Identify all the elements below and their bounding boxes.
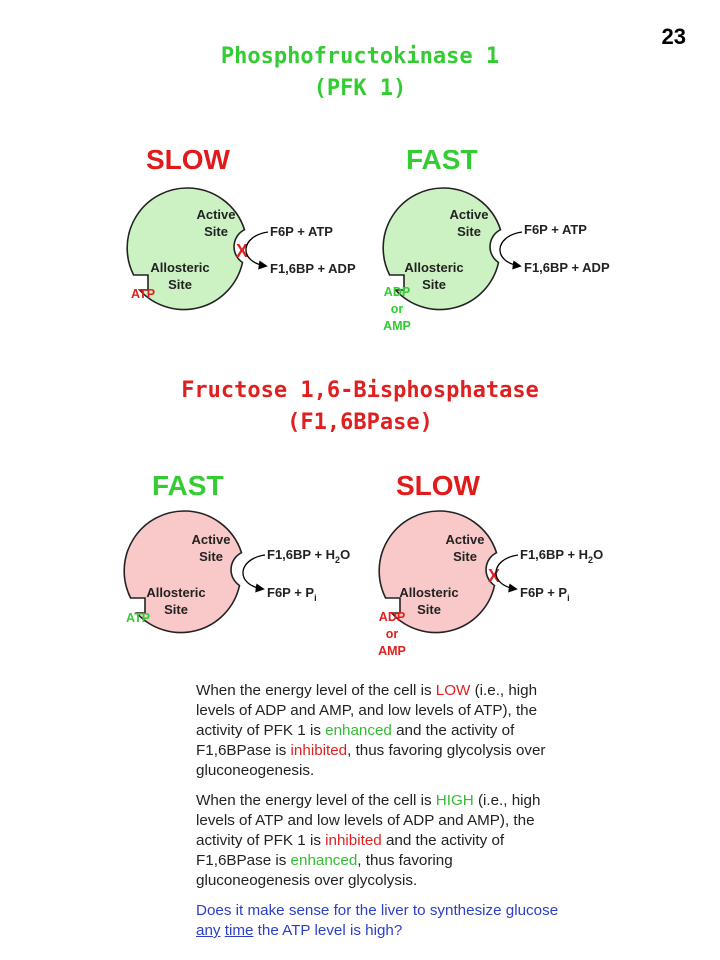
pfk-title-line1: Phosphofructokinase 1: [220, 44, 500, 69]
amp-effector-label: AMP: [383, 319, 411, 333]
active-site-label: Site: [204, 224, 228, 239]
allosteric-site-label: Site: [422, 277, 446, 292]
blocked-x-mark: X: [236, 241, 248, 261]
fbpase-product: F6P + Pi: [267, 585, 317, 603]
question-paragraph: Does it make sense for the liver to synt…: [196, 902, 559, 939]
amp-effector-label: AMP: [378, 644, 406, 658]
fbpase-title-line2: (F1,6BPase): [287, 410, 433, 435]
inhibited-keyword: inhibited: [325, 832, 382, 849]
reaction-arrow: [499, 231, 523, 270]
active-site-label: Active: [449, 207, 488, 222]
fbpase-title-line1: Fructose 1,6-Bisphosphatase: [181, 378, 539, 403]
time-underlined: time: [224, 922, 254, 939]
atp-effector-label: ATP: [131, 287, 155, 301]
pfk-substrate: F6P + ATP: [524, 222, 587, 237]
allosteric-site-label: Site: [164, 602, 188, 617]
high-keyword: HIGH: [435, 792, 474, 809]
pfk-fast-enzyme: Active Site Allosteric Site ADP or AMP: [382, 187, 502, 333]
pfk-substrate: F6P + ATP: [270, 224, 333, 239]
allosteric-site-label: Site: [417, 602, 441, 617]
fbpase-fast-label: FAST: [152, 470, 224, 501]
pfk-slow-label: SLOW: [146, 144, 230, 175]
blocked-x-mark: X: [488, 566, 500, 586]
active-site-label: Active: [445, 532, 484, 547]
low-keyword: LOW: [435, 682, 471, 699]
inhibited-keyword: inhibited: [290, 742, 348, 759]
atp-effector-label: ATP: [126, 611, 150, 625]
or-effector-label: or: [391, 302, 404, 316]
fbpase-substrate: F1,6BP + H2O: [520, 547, 603, 565]
allosteric-site-label: Site: [168, 277, 192, 292]
active-site-label: Site: [457, 224, 481, 239]
pfk-product: F1,6BP + ADP: [524, 260, 610, 275]
fbpase-slow-label: SLOW: [396, 470, 480, 501]
allosteric-site-label: Allosteric: [146, 585, 205, 600]
fbpase-product: F6P + Pi: [520, 585, 570, 603]
allosteric-site-label: Allosteric: [404, 260, 463, 275]
pfk-product: F1,6BP + ADP: [270, 261, 356, 276]
allosteric-site-label: Allosteric: [399, 585, 458, 600]
any-underlined: any: [196, 922, 221, 939]
low-energy-paragraph: When the energy level of the cell is LOW…: [196, 682, 546, 779]
adp-effector-label: ADP: [384, 285, 410, 299]
high-energy-paragraph: When the energy level of the cell is HIG…: [196, 792, 541, 889]
explanation-text: When the energy level of the cell is LOW…: [196, 681, 566, 951]
active-site-label: Site: [453, 549, 477, 564]
or-effector-label: or: [386, 627, 399, 641]
reaction-arrow: [242, 554, 266, 593]
page-number: 23: [661, 24, 686, 49]
fbpase-slow-enzyme: Active Site Allosteric Site X ADP or AMP: [378, 510, 500, 658]
active-site-label: Site: [199, 549, 223, 564]
reaction-arrow: [495, 554, 519, 593]
reaction-arrow: [245, 231, 269, 270]
pfk-fast-label: FAST: [406, 144, 478, 175]
active-site-label: Active: [191, 532, 230, 547]
fbpase-substrate: F1,6BP + H2O: [267, 547, 350, 565]
pfk-slow-enzyme: Active Site Allosteric Site X ATP: [126, 187, 248, 311]
fbpase-fast-enzyme: Active Site Allosteric Site ATP: [123, 510, 243, 634]
active-site-label: Active: [196, 207, 235, 222]
enhanced-keyword: enhanced: [325, 722, 392, 739]
adp-effector-label: ADP: [379, 610, 405, 624]
pfk-title-line2: (PFK 1): [313, 76, 407, 101]
enhanced-keyword: enhanced: [290, 852, 358, 869]
allosteric-site-label: Allosteric: [150, 260, 209, 275]
